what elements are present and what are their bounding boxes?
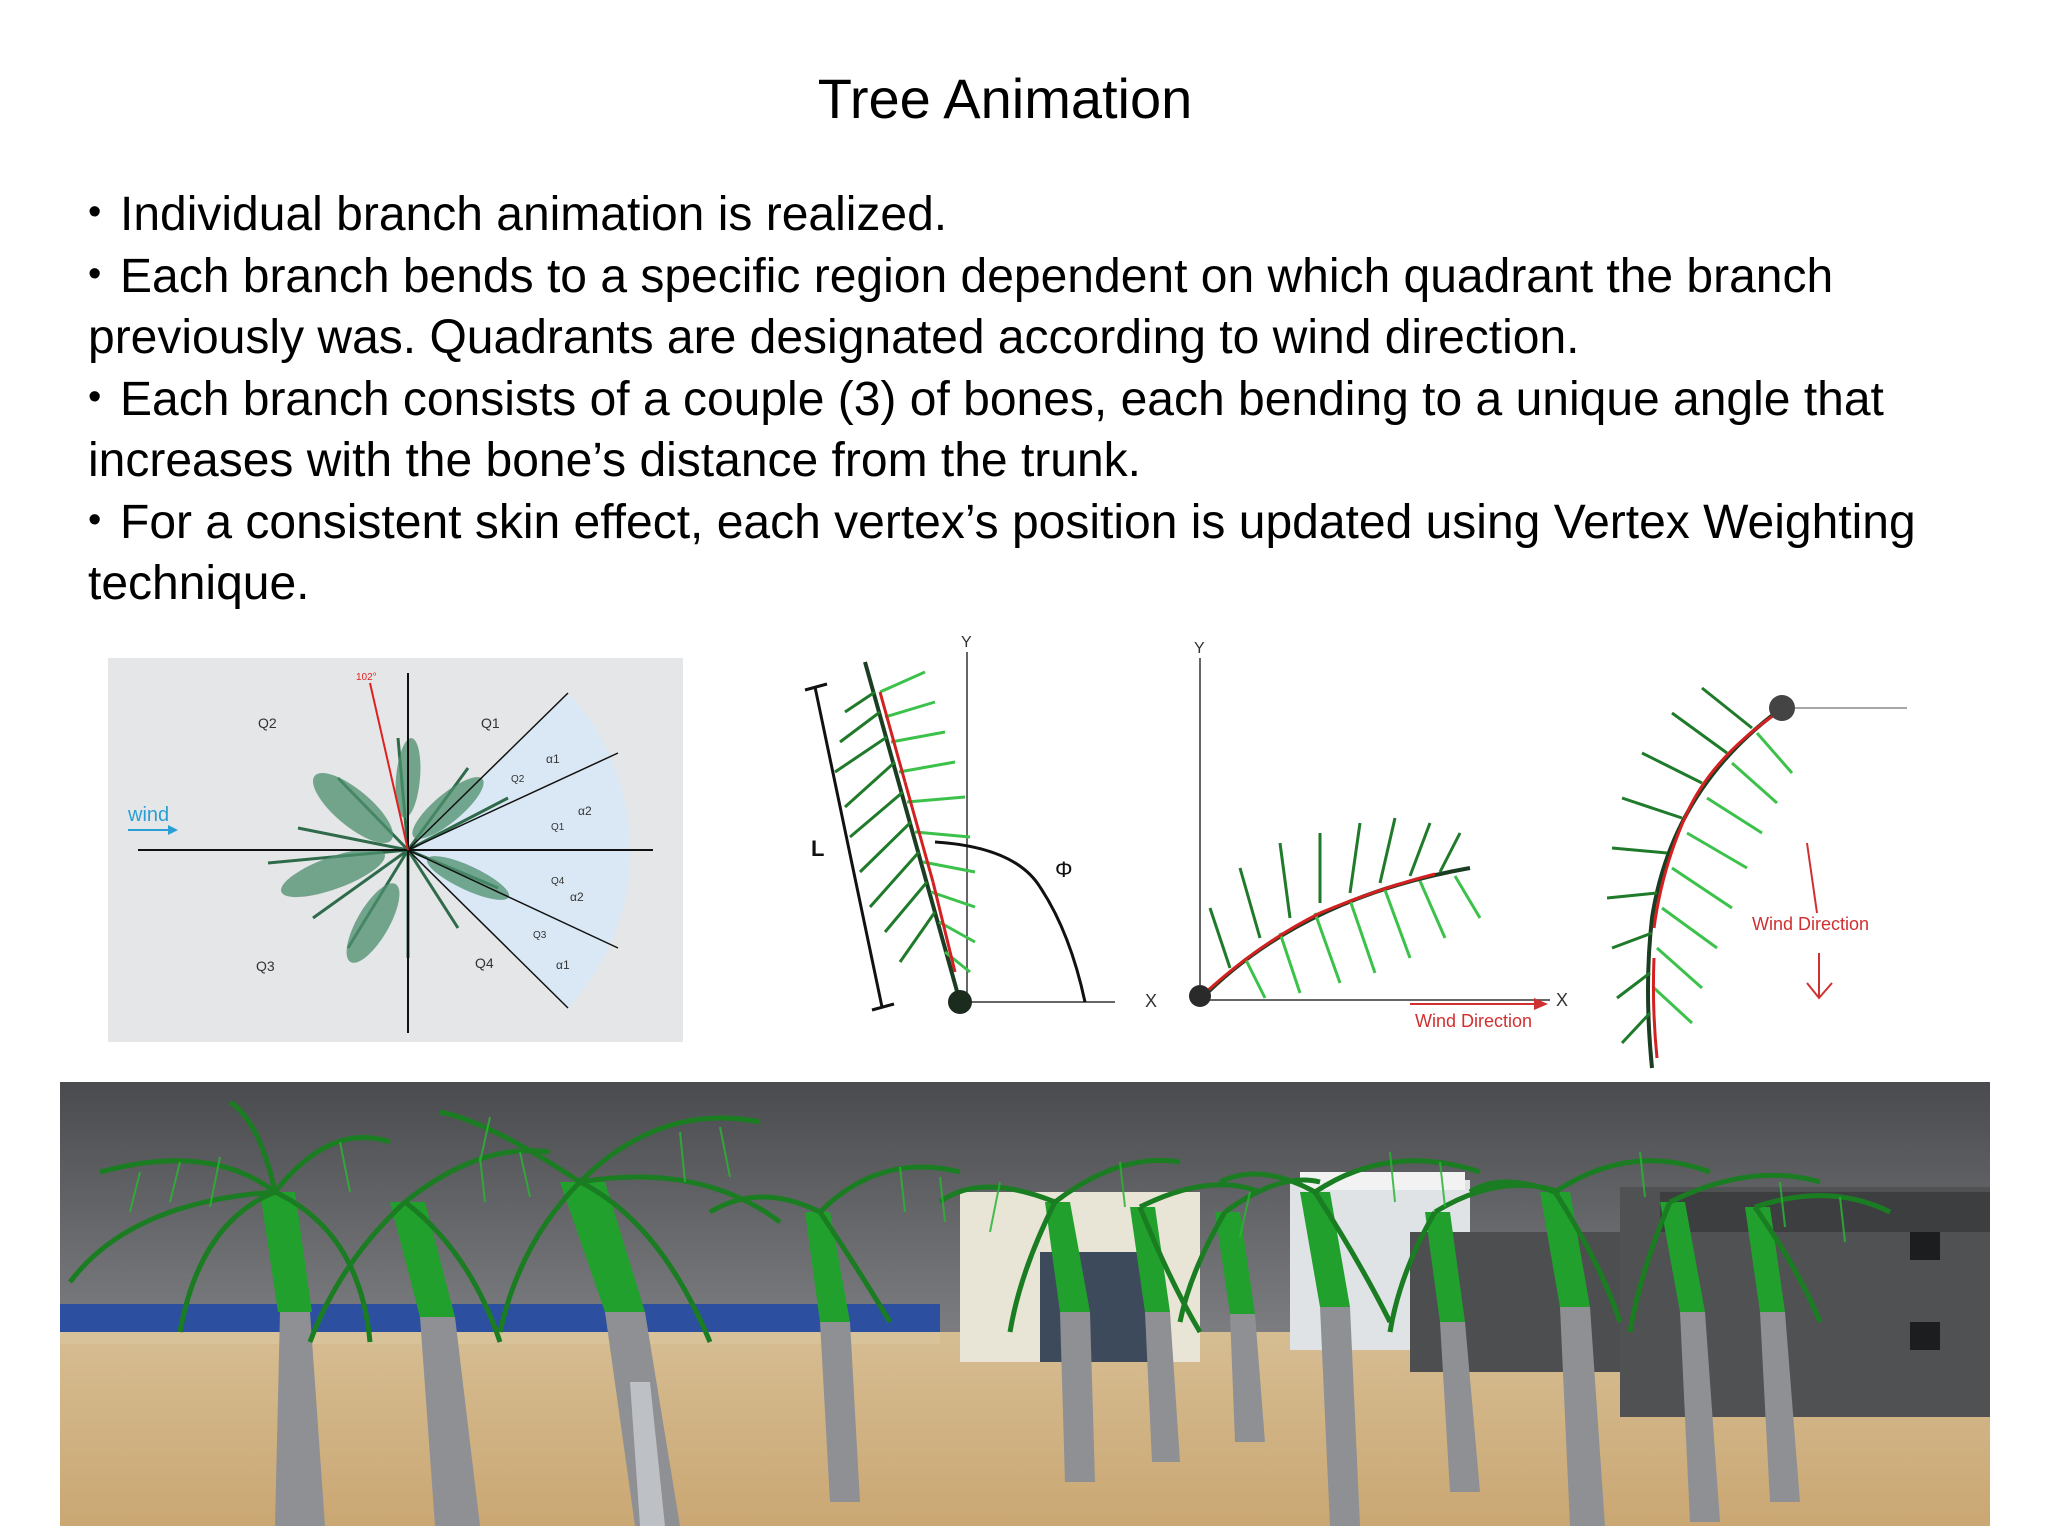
scene-render xyxy=(60,1082,1990,1526)
frond xyxy=(1189,817,1482,1007)
palm-leaflets xyxy=(129,1116,1846,1243)
quadrant-label: Q1 xyxy=(481,715,500,731)
angle-line xyxy=(369,682,409,851)
bullet-text: Individual branch animation is realized. xyxy=(120,188,948,241)
region-label: Q1 xyxy=(551,822,565,833)
axis-y-label: Y xyxy=(1194,640,1205,657)
length-label: L xyxy=(811,836,824,861)
bullet-item: •For a consistent skin effect, each vert… xyxy=(88,492,1988,615)
quadrant-label: Q3 xyxy=(256,958,275,974)
bullet-glyph: • xyxy=(88,191,102,233)
slide-title: Tree Animation xyxy=(817,67,1193,130)
region-label: Q2 xyxy=(511,774,525,785)
alpha-label: α2 xyxy=(570,890,584,904)
angle-label: 102° xyxy=(356,672,377,683)
region-label: Q4 xyxy=(551,876,565,887)
palm-green-trunks xyxy=(260,1182,1785,1322)
axis-y-label: Y xyxy=(961,634,972,651)
bullet-text: For a consistent skin effect, each verte… xyxy=(88,495,1916,611)
palm-canopies xyxy=(68,1099,1892,1343)
bend-curve xyxy=(934,840,1087,1003)
length-bracket xyxy=(813,686,884,1008)
branch-bend-diagram: Y X L Φ xyxy=(804,634,1157,1014)
bullet-glyph: • xyxy=(88,252,102,295)
bullet-item: •Each branch bends to a specific region … xyxy=(88,246,1988,369)
frond xyxy=(834,661,976,1014)
frond xyxy=(1606,686,1795,1069)
wind-label: Wind Direction xyxy=(1415,1011,1532,1031)
bullet-list: • Individual branch animation is realized… xyxy=(88,184,1988,615)
wind-arrow xyxy=(1806,842,1818,914)
quadrant-label: Q2 xyxy=(258,715,277,731)
horizontal-bend-diagram: Y X Wind Direction xyxy=(1189,640,1568,1031)
wind-label: Wind Direction xyxy=(1752,914,1869,934)
region-label: Q3 xyxy=(533,930,547,941)
quadrant-label: Q4 xyxy=(475,955,494,971)
alpha-label: α2 xyxy=(578,804,592,818)
vertical-bend-diagram: Wind Direction xyxy=(1606,686,1907,1069)
alpha-label: α1 xyxy=(556,958,570,972)
bullet-text: Each branch consists of a couple (3) of … xyxy=(88,372,1884,488)
bullet-glyph: • xyxy=(88,498,102,541)
bullet-glyph: • xyxy=(88,375,102,418)
angle-label: Φ xyxy=(1055,857,1073,882)
axis-x-label: X xyxy=(1145,991,1157,1011)
bullet-text: Each branch bends to a specific region d… xyxy=(88,249,1834,365)
axis-x-label: X xyxy=(1556,990,1568,1010)
bullet-item: •Each branch consists of a couple (3) of… xyxy=(88,369,1988,492)
quadrant-diagram: 102° wind Q1 Q2 Q3 Q4 Q2 Q1 Q4 Q3 α1 α2 … xyxy=(108,658,683,1042)
wind-label: wind xyxy=(127,804,169,826)
alpha-label: α1 xyxy=(546,752,560,766)
bullet-item: • Individual branch animation is realized… xyxy=(88,184,1988,246)
palm-trunks xyxy=(275,1307,1800,1526)
